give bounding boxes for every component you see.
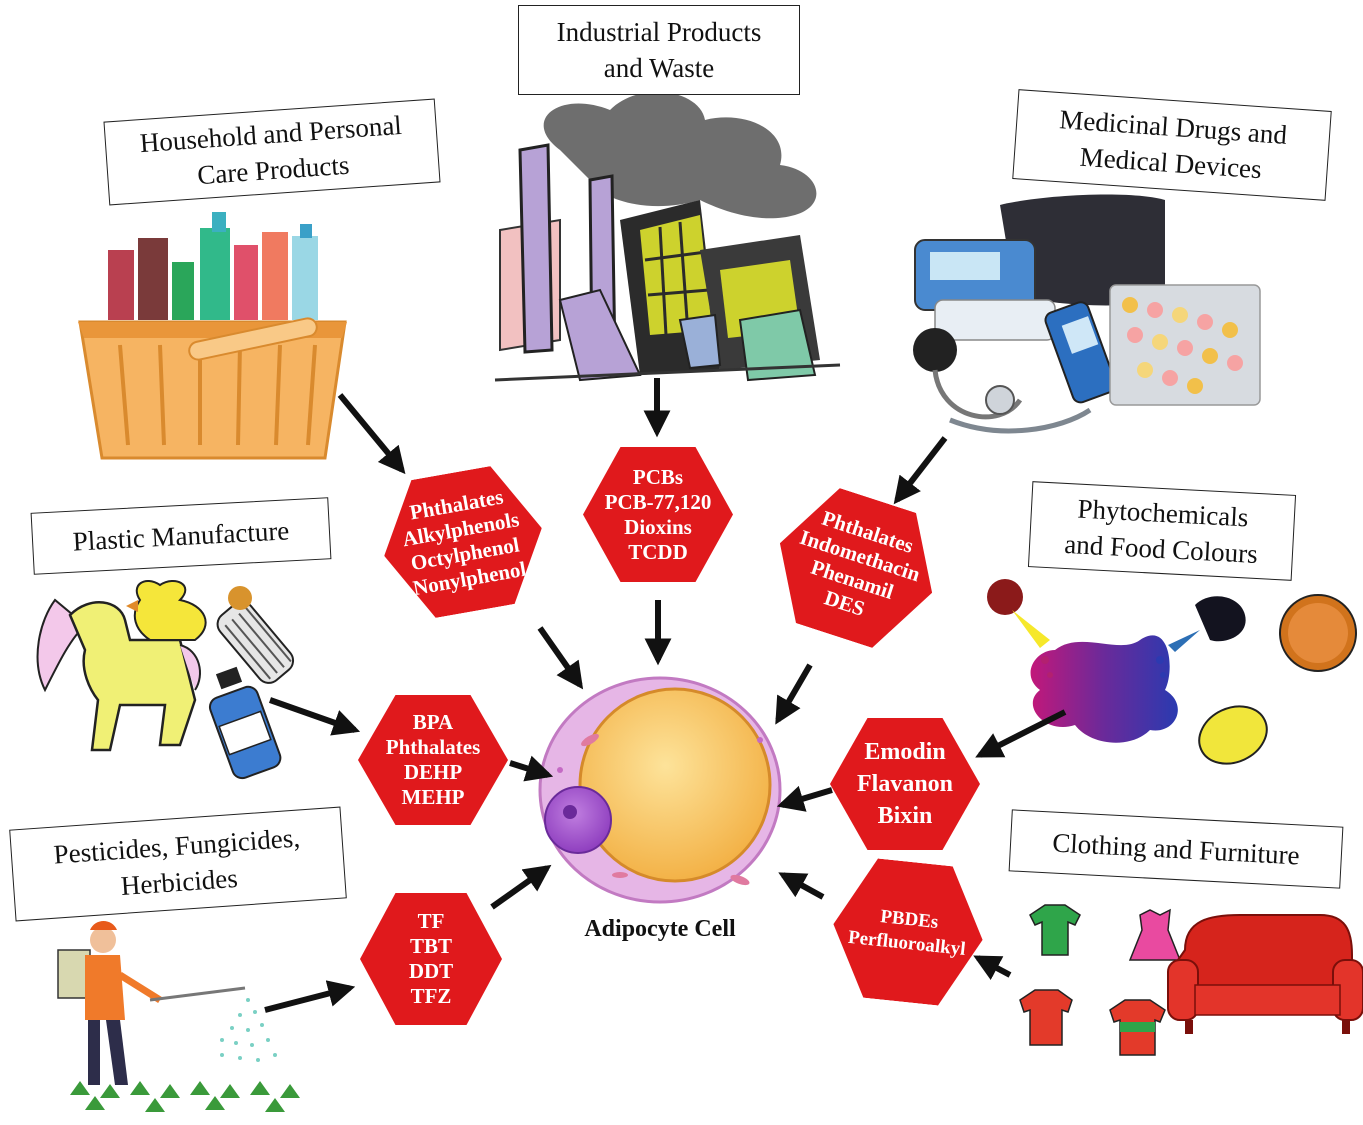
source-label-phyto: Phytochemicals and Food Colours	[1027, 481, 1297, 581]
chemical-name: Phthalates	[385, 735, 481, 759]
source-line: Herbicides	[119, 862, 239, 901]
chemicals-phyto: Emodin Flavanon Bixin	[830, 718, 980, 850]
chemical-name: TF	[417, 909, 445, 933]
chemical-name: Emodin	[864, 739, 946, 765]
arrow-clothing-to-chem	[973, 955, 1012, 981]
arrow-chem-pesticide-to-cell	[490, 864, 552, 910]
arrow-chem-clothing-to-cell	[778, 872, 825, 900]
arrow-chem-plastic-to-cell	[509, 755, 554, 782]
arrow-chem-medicinal-to-cell	[775, 663, 813, 725]
chemical-name: BPA	[412, 710, 454, 734]
arrow-pesticide-to-chem	[264, 980, 356, 1013]
adipocyte-cell-label: Adipocyte Cell	[584, 916, 736, 942]
chemical-name: Dioxins	[624, 514, 692, 539]
chemical-name: Bixin	[877, 803, 933, 829]
chemical-name: MEHP	[401, 785, 465, 809]
chemical-name: DEHP	[403, 760, 463, 784]
chemical-name: TBT	[409, 934, 453, 958]
medical-devices-illustration	[913, 194, 1261, 434]
chemical-name: TCDD	[628, 539, 688, 564]
source-line: Industrial Products	[556, 17, 762, 47]
chemical-name: PCB-77,120	[604, 489, 712, 514]
chemical-name: DDT	[408, 959, 454, 983]
factory-illustration	[494, 91, 841, 382]
arrow-chem-phyto-to-cell	[776, 785, 833, 812]
chemical-name: PCBs	[632, 464, 684, 489]
arrow-chem-household-to-cell	[537, 626, 584, 690]
source-label-industrial: Industrial Products and Waste	[518, 5, 800, 95]
plastic-toys-illustration	[36, 580, 295, 780]
chemical-name: Flavanon	[856, 771, 954, 797]
arrow-plastic-to-chem	[269, 697, 361, 736]
arrow-phyto-to-chem	[975, 709, 1067, 758]
arrow-medicinal-to-chem	[893, 436, 948, 505]
chemical-name: Perfluoroalkyl	[847, 926, 967, 961]
arrow-household-to-chem	[337, 393, 406, 475]
arrows	[264, 378, 1067, 1013]
source-line: and Waste	[603, 53, 715, 83]
chemicals-plastic: BPA Phthalates DEHP MEHP	[358, 695, 508, 825]
pesticide-sprayer-illustration	[57, 921, 300, 1112]
source-line: Clothing and Furniture	[1051, 827, 1301, 871]
food-colours-illustration	[987, 579, 1357, 765]
chemical-name: TFZ	[410, 984, 452, 1008]
clothing-furniture-illustration	[1019, 904, 1363, 1056]
chemicals-industrial: PCBs PCB-77,120 Dioxins TCDD	[583, 447, 733, 582]
source-line: Plastic Manufacture	[72, 515, 290, 557]
adipocyte-cell	[538, 676, 782, 904]
household-basket-illustration	[78, 212, 347, 460]
